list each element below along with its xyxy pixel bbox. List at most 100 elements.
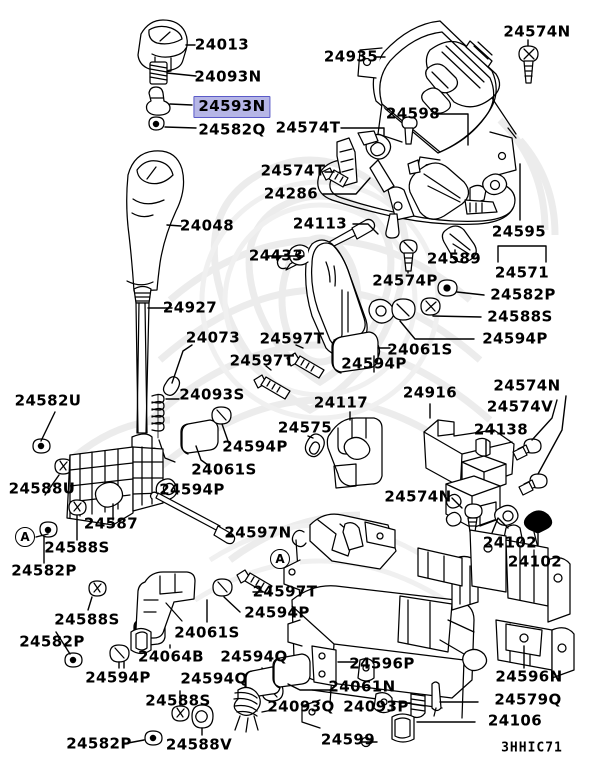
part-24061S-lower: [206, 599, 208, 623]
part-label-24582P-bottom[interactable]: 24582P: [66, 734, 132, 753]
part-24597T-upper2: [286, 352, 325, 379]
part-24582P-left: [39, 521, 58, 538]
part-label-24916[interactable]: 24916: [402, 383, 458, 402]
part-24588S-right: [420, 297, 441, 316]
part-label-24599[interactable]: 24599: [320, 730, 376, 749]
part-label-24579Q[interactable]: 24579Q: [494, 690, 562, 709]
part-label-24597T-lower[interactable]: 24597T: [252, 582, 318, 601]
part-24594P-midupper: [211, 406, 232, 425]
part-label-24575[interactable]: 24575: [277, 418, 333, 437]
part-24593N: [145, 86, 171, 116]
part-label-24574N-left[interactable]: 24574N: [384, 487, 452, 506]
part-label-24574V[interactable]: 24574V: [486, 397, 554, 416]
part-label-24093N[interactable]: 24093N: [194, 67, 262, 86]
part-24588V: [191, 704, 214, 729]
part-24582P-right: [437, 279, 458, 297]
part-24093Q: [233, 686, 261, 733]
part-24061S-mid: [180, 419, 219, 455]
part-label-24093Q[interactable]: 24093Q: [267, 697, 335, 716]
part-label-24596N[interactable]: 24596N: [495, 667, 563, 686]
part-label-24597T-b[interactable]: 24597T: [229, 351, 295, 370]
part-label-24574T-b[interactable]: 24574T: [260, 161, 326, 180]
part-label-24594P-upper[interactable]: 24594P: [341, 354, 407, 373]
part-label-24593N-highlighted[interactable]: 24593N: [193, 96, 271, 118]
part-24594P-lowerleft2: [109, 644, 130, 663]
part-24597N: [149, 491, 236, 545]
part-label-24286[interactable]: 24286: [263, 184, 319, 203]
part-label-24588S-lower[interactable]: 24588S: [54, 610, 120, 629]
part-24588S-bottom: [171, 705, 190, 722]
part-24574V-bolt: [512, 438, 542, 461]
part-24574N-bolt-right: [518, 473, 548, 496]
part-label-24596P[interactable]: 24596P: [349, 654, 415, 673]
part-label-24594P-lower[interactable]: 24594P: [244, 603, 310, 622]
part-label-24594Q-a[interactable]: 24594Q: [220, 647, 288, 666]
part-label-24073[interactable]: 24073: [185, 328, 241, 347]
part-label-24597N[interactable]: 24597N: [224, 523, 292, 542]
part-24106: [391, 713, 415, 743]
part-label-24588S-right[interactable]: 24588S: [487, 307, 553, 326]
part-label-24574T-a[interactable]: 24574T: [275, 118, 341, 137]
part-label-24582P-right[interactable]: 24582P: [490, 285, 556, 304]
part-label-24598[interactable]: 24598: [385, 104, 441, 123]
part-label-24061S-mid[interactable]: 24061S: [191, 460, 257, 479]
part-label-24594Q-b[interactable]: 24594Q: [180, 669, 248, 688]
part-label-24061S-lower[interactable]: 24061S: [174, 623, 240, 642]
part-24061N: [272, 653, 311, 689]
part-label-24587[interactable]: 24587: [83, 514, 139, 533]
part-label-24574N-top[interactable]: 24574N: [503, 22, 571, 41]
part-label-24594P-lowerleft[interactable]: 24594P: [85, 668, 151, 687]
part-24598: [317, 130, 516, 239]
part-label-24582P-lower[interactable]: 24582P: [19, 632, 85, 651]
part-label-24597T-a[interactable]: 24597T: [259, 329, 325, 348]
part-24093S: [151, 393, 176, 463]
part-24013: [137, 19, 188, 73]
part-label-24061N[interactable]: 24061N: [328, 677, 396, 696]
part-label-24102-a[interactable]: 24102: [482, 533, 538, 552]
part-label-24588V[interactable]: 24588V: [165, 735, 233, 754]
part-24138: [445, 455, 519, 537]
part-label-24574P[interactable]: 24574P: [372, 271, 438, 290]
part-label-24594P-right[interactable]: 24594P: [482, 329, 548, 348]
part-label-24588U[interactable]: 24588U: [8, 479, 76, 498]
part-label-24594P-mid2[interactable]: 24594P: [159, 480, 225, 499]
part-label-24064B[interactable]: 24064B: [137, 647, 205, 666]
callout-marker-a-mid[interactable]: A: [270, 549, 290, 569]
part-label-24048[interactable]: 24048: [179, 216, 235, 235]
part-24588S-lower: [88, 580, 107, 597]
part-24117: [326, 417, 383, 489]
part-label-24582P-left[interactable]: 24582P: [11, 561, 77, 580]
part-label-24013[interactable]: 24013: [194, 35, 250, 54]
part-label-24594P-mid[interactable]: 24594P: [222, 437, 288, 456]
part-24575: [304, 433, 325, 458]
part-label-24433[interactable]: 24433: [248, 246, 304, 265]
part-label-24117[interactable]: 24117: [313, 393, 369, 412]
part-24582U: [32, 438, 51, 454]
part-24597T-upper: [253, 374, 291, 400]
part-label-24588S-bottom[interactable]: 24588S: [145, 691, 211, 710]
callout-marker-a-left[interactable]: A: [15, 527, 35, 547]
part-label-24102-b[interactable]: 24102: [507, 552, 563, 571]
part-label-24138[interactable]: 24138: [473, 420, 529, 439]
part-label-24093P[interactable]: 24093P: [343, 697, 409, 716]
part-label-24588S-left[interactable]: 24588S: [44, 538, 110, 557]
part-label-24589[interactable]: 24589: [426, 249, 482, 268]
part-label-24061S-right[interactable]: 24061S: [387, 340, 453, 359]
part-label-24571[interactable]: 24571: [494, 263, 550, 282]
part-label-24935[interactable]: 24935: [323, 47, 379, 66]
part-label-24106[interactable]: 24106: [487, 711, 543, 730]
part-24048: [126, 150, 185, 292]
part-label-24574N-rightA[interactable]: 24574N: [493, 376, 561, 395]
part-24574T-b: [321, 167, 349, 188]
part-lower-bracket-assembly: [283, 513, 575, 729]
part-24061S-right: [331, 331, 379, 374]
part-label-24582U[interactable]: 24582U: [14, 391, 82, 410]
part-label-24595[interactable]: 24595: [491, 222, 547, 241]
part-label-24927[interactable]: 24927: [162, 298, 218, 317]
part-label-24093S[interactable]: 24093S: [179, 385, 245, 404]
part-label-24582Q[interactable]: 24582Q: [198, 120, 266, 139]
part-label-24113[interactable]: 24113: [292, 214, 348, 233]
part-24589: [441, 225, 477, 263]
